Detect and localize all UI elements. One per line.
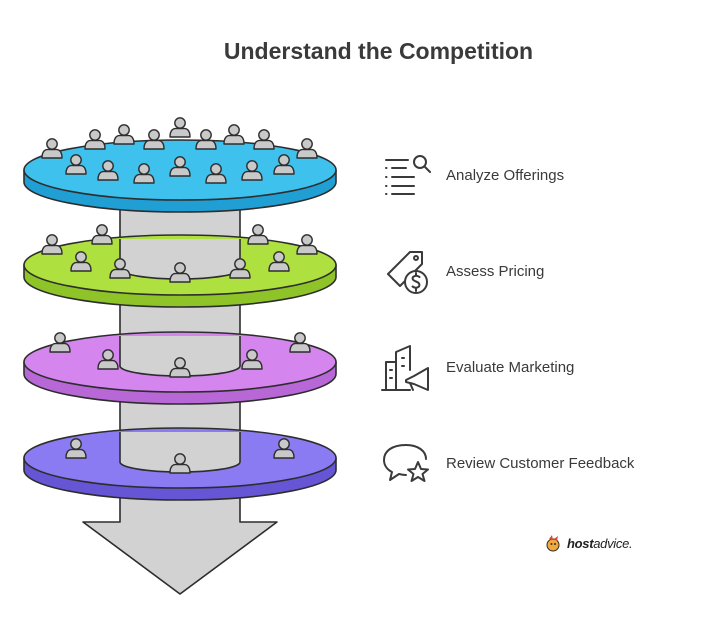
step-label: Review Customer Feedback: [446, 454, 635, 472]
list-search-icon: [385, 155, 431, 195]
person-icon: [247, 224, 269, 245]
step-assess-pricing: Assess Pricing: [380, 241, 700, 301]
step-analyze-offerings: Analyze Offerings: [380, 145, 700, 205]
person-icon: [84, 129, 106, 150]
step-label: Analyze Offerings: [446, 166, 565, 184]
hostadvice-logo: hostadvice.: [543, 533, 633, 553]
person-icon: [223, 124, 245, 145]
funnel-disc-1: [23, 117, 337, 213]
feedback-icon: [383, 444, 429, 482]
step-evaluate-marketing: Evaluate Marketing: [380, 337, 700, 397]
person-icon: [296, 138, 318, 159]
person-icon: [169, 117, 191, 138]
diagram-title: Understand the Competition: [223, 38, 534, 64]
funnel-diagram: [23, 117, 337, 595]
person-icon: [253, 129, 275, 150]
step-label: Evaluate Marketing: [446, 358, 575, 376]
marketing-icon: [381, 345, 429, 391]
step-review-feedback: Review Customer Feedback: [380, 433, 700, 493]
person-icon: [296, 234, 318, 255]
person-icon: [41, 138, 63, 159]
brand-mascot-icon: [546, 535, 560, 552]
funnel-disc-2: [23, 224, 337, 308]
person-icon: [41, 234, 63, 255]
brand-name: hostadvice.: [567, 535, 633, 551]
person-icon: [113, 124, 135, 145]
price-tag-icon: [387, 251, 428, 294]
step-label: Assess Pricing: [446, 262, 545, 280]
funnel-disc-3: [23, 331, 337, 405]
funnel-column: [119, 169, 241, 471]
funnel-disc-4: [23, 427, 337, 501]
person-icon: [91, 224, 113, 245]
